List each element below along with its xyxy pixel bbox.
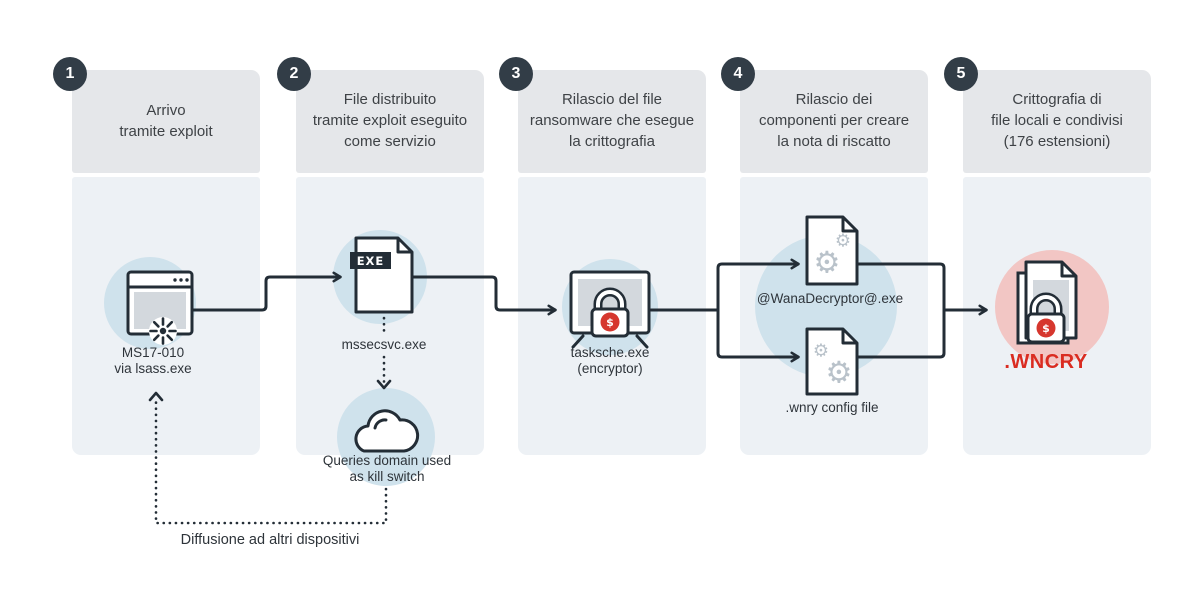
- connector-split-wnry: [716, 308, 800, 363]
- arrowhead-up-step1: [148, 391, 164, 402]
- padlock-icon: $: [590, 287, 630, 338]
- dotted-propagation-loop: [154, 398, 388, 525]
- encryptor-monitor-icon: $: [569, 270, 651, 349]
- step-4-header-text: Rilascio dei componenti per creare la no…: [758, 91, 910, 150]
- exe-file-icon: EXE: [350, 236, 414, 314]
- kill-switch-label: Queries domain used as kill switch: [322, 453, 452, 485]
- gear-icon: ⚙: [826, 356, 853, 391]
- arrowhead-down-cloud: [376, 379, 392, 390]
- gear-icon: ⚙: [814, 246, 841, 281]
- locked-files-icon: $: [1016, 260, 1078, 345]
- step-4-accent-circle: [755, 235, 897, 377]
- padlock-icon: $: [1026, 292, 1066, 344]
- wanadecryptor-file-icon: ⚙ ⚙: [805, 215, 859, 286]
- step-3-number-badge: 3: [499, 57, 533, 91]
- gear-small-icon: ⚙: [835, 231, 851, 252]
- step-3-header-text: Rilascio del file ransomware che esegue …: [529, 91, 695, 150]
- connector-step2-step3: [410, 275, 557, 316]
- step-4-number-badge: 4: [721, 57, 755, 91]
- exe-badge-label: EXE: [357, 254, 385, 268]
- step-1-icon-label: MS17-010 via lsass.exe: [114, 345, 192, 377]
- connector-split-wanadecryptor: [716, 258, 800, 312]
- ransom-dollar-glyph: $: [1042, 322, 1050, 335]
- step-2-header-text: File distribuito tramite exploit eseguit…: [312, 91, 468, 150]
- solid-connectors: [191, 258, 988, 363]
- ransom-dollar-glyph: $: [606, 316, 614, 329]
- step-3-icon-label: tasksche.exe (encryptor): [570, 345, 650, 377]
- step-5-number-badge: 5: [944, 57, 978, 91]
- dotted-connectors: [154, 310, 388, 525]
- step-panel-1: Arrivo tramite exploit 1: [53, 57, 260, 455]
- wncry-extension-label: .WNCRY: [1004, 351, 1088, 373]
- step-1-header-text: Arrivo tramite exploit: [119, 101, 213, 140]
- step-2-number-badge: 2: [277, 57, 311, 91]
- step-5-header: Crittografia di file locali e condivisi …: [963, 70, 1151, 173]
- step-2-header: File distribuito tramite exploit eseguit…: [296, 70, 484, 173]
- step-4-header: Rilascio dei componenti per creare la no…: [740, 70, 928, 173]
- step-2-file-label: mssecsvc.exe: [341, 337, 427, 352]
- step-3-header: Rilascio del file ransomware che esegue …: [518, 70, 706, 173]
- browser-exploit-icon: [126, 270, 194, 345]
- gear-small-icon: ⚙: [813, 341, 829, 362]
- connector-step1-step2: [191, 271, 342, 312]
- click-burst-icon: [149, 317, 177, 345]
- step-1-header: Arrivo tramite exploit: [72, 70, 260, 173]
- wnry-config-file-icon: ⚙ ⚙: [805, 327, 859, 396]
- dotted-arrowheads: [148, 379, 392, 402]
- monitor-stand: [571, 334, 649, 349]
- propagation-note: Diffusione ad altri dispositivi: [180, 532, 360, 548]
- wanadecryptor-label: @WanaDecryptor@.exe: [756, 291, 904, 306]
- step-1-number-badge: 1: [53, 57, 87, 91]
- step-5-header-text: Crittografia di file locali e condivisi …: [991, 91, 1123, 150]
- kill-switch-cloud-icon: [354, 409, 420, 453]
- wnry-config-label: .wnry config file: [785, 400, 879, 415]
